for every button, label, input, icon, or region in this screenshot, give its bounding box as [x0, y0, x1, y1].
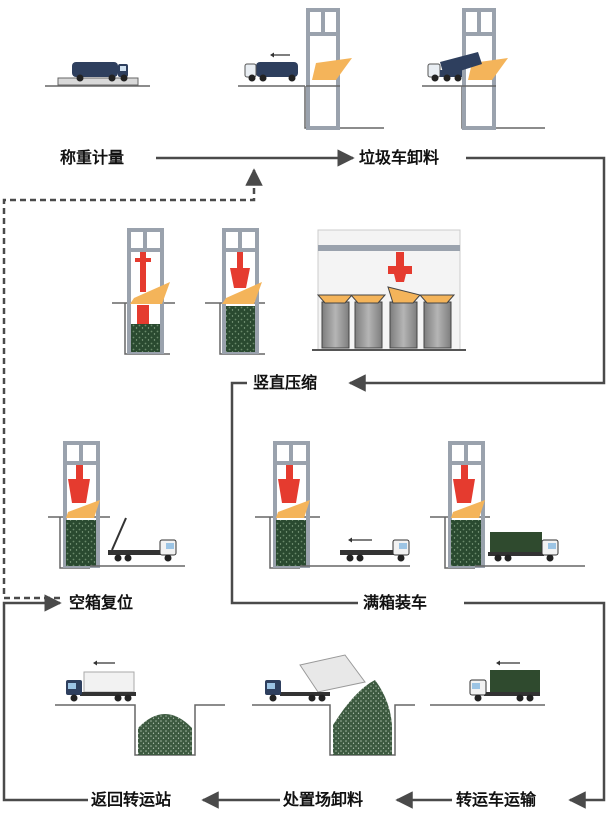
- landfill-pit-icon: [138, 714, 192, 755]
- direction-arrow-icon: [496, 660, 520, 666]
- hopper: [451, 500, 485, 518]
- step-unload: 垃圾车卸料: [356, 148, 443, 168]
- step-return: 返回转运站: [88, 790, 175, 810]
- scene-press-raised: [112, 228, 175, 355]
- hook-lift-truck-icon: [469, 670, 540, 702]
- hopper: [222, 282, 262, 304]
- landfill-pit-icon: [333, 680, 392, 755]
- container-box-icon: [66, 520, 96, 566]
- direction-arrow-icon: [93, 660, 115, 666]
- hook-lift-truck-icon: [265, 654, 366, 702]
- vertical-press-icon: [230, 252, 250, 288]
- scene-unload-tipping: [422, 8, 545, 130]
- compactor-truck-icon: [427, 52, 482, 82]
- direction-arrow-icon: [348, 537, 372, 543]
- hopper: [130, 282, 170, 304]
- scene-unload-approach: [238, 8, 384, 130]
- flow-load-to-transport: [464, 601, 606, 809]
- scene-weighing: [45, 62, 150, 87]
- flow-compress-to-load: [230, 381, 358, 605]
- scene-load-approach: [255, 441, 410, 569]
- step-dump: 处置场卸料: [280, 790, 367, 810]
- hook-lift-truck-icon: [488, 532, 559, 562]
- step-reset: 空箱复位: [66, 593, 137, 613]
- vertical-press-icon: [388, 252, 412, 282]
- scene-reset-empty: [48, 441, 185, 569]
- container-box-icon: [316, 286, 456, 349]
- flow-lines: [2, 149, 606, 809]
- container-box-icon: [276, 520, 306, 566]
- flow-reset-to-weigh: [2, 168, 263, 600]
- hopper: [66, 500, 100, 518]
- scene-dump: [252, 654, 415, 756]
- scene-load-full: [430, 441, 585, 569]
- hook-lift-truck-icon: [108, 517, 177, 562]
- vertical-press-icon: [135, 252, 151, 325]
- vertical-press-icon: [453, 465, 475, 503]
- scene-transport: [430, 660, 545, 706]
- hopper: [312, 58, 352, 80]
- flow-return-to-reset: [2, 594, 88, 802]
- container-box-icon: [131, 324, 160, 352]
- compactor-truck-icon: [244, 62, 298, 82]
- direction-arrow-icon: [270, 52, 290, 58]
- hook-lift-truck-icon: [66, 671, 136, 702]
- vertical-press-icon: [278, 465, 300, 503]
- scene-return: [55, 660, 225, 756]
- scene-press-hall: [312, 229, 466, 351]
- step-weigh: 称重计量: [57, 148, 128, 168]
- step-compress: 竖直压缩: [250, 373, 321, 393]
- step-transport: 转运车运输: [453, 790, 540, 810]
- container-box-icon: [226, 306, 255, 352]
- scene-press-lowered: [205, 228, 265, 355]
- hopper: [276, 500, 310, 518]
- step-load: 满箱装车: [360, 593, 431, 613]
- hook-lift-truck-icon: [340, 539, 410, 562]
- flow-unload-to-compress: [348, 156, 606, 392]
- compactor-truck-icon: [72, 62, 128, 82]
- vertical-press-icon: [68, 465, 90, 503]
- container-box-icon: [451, 520, 481, 566]
